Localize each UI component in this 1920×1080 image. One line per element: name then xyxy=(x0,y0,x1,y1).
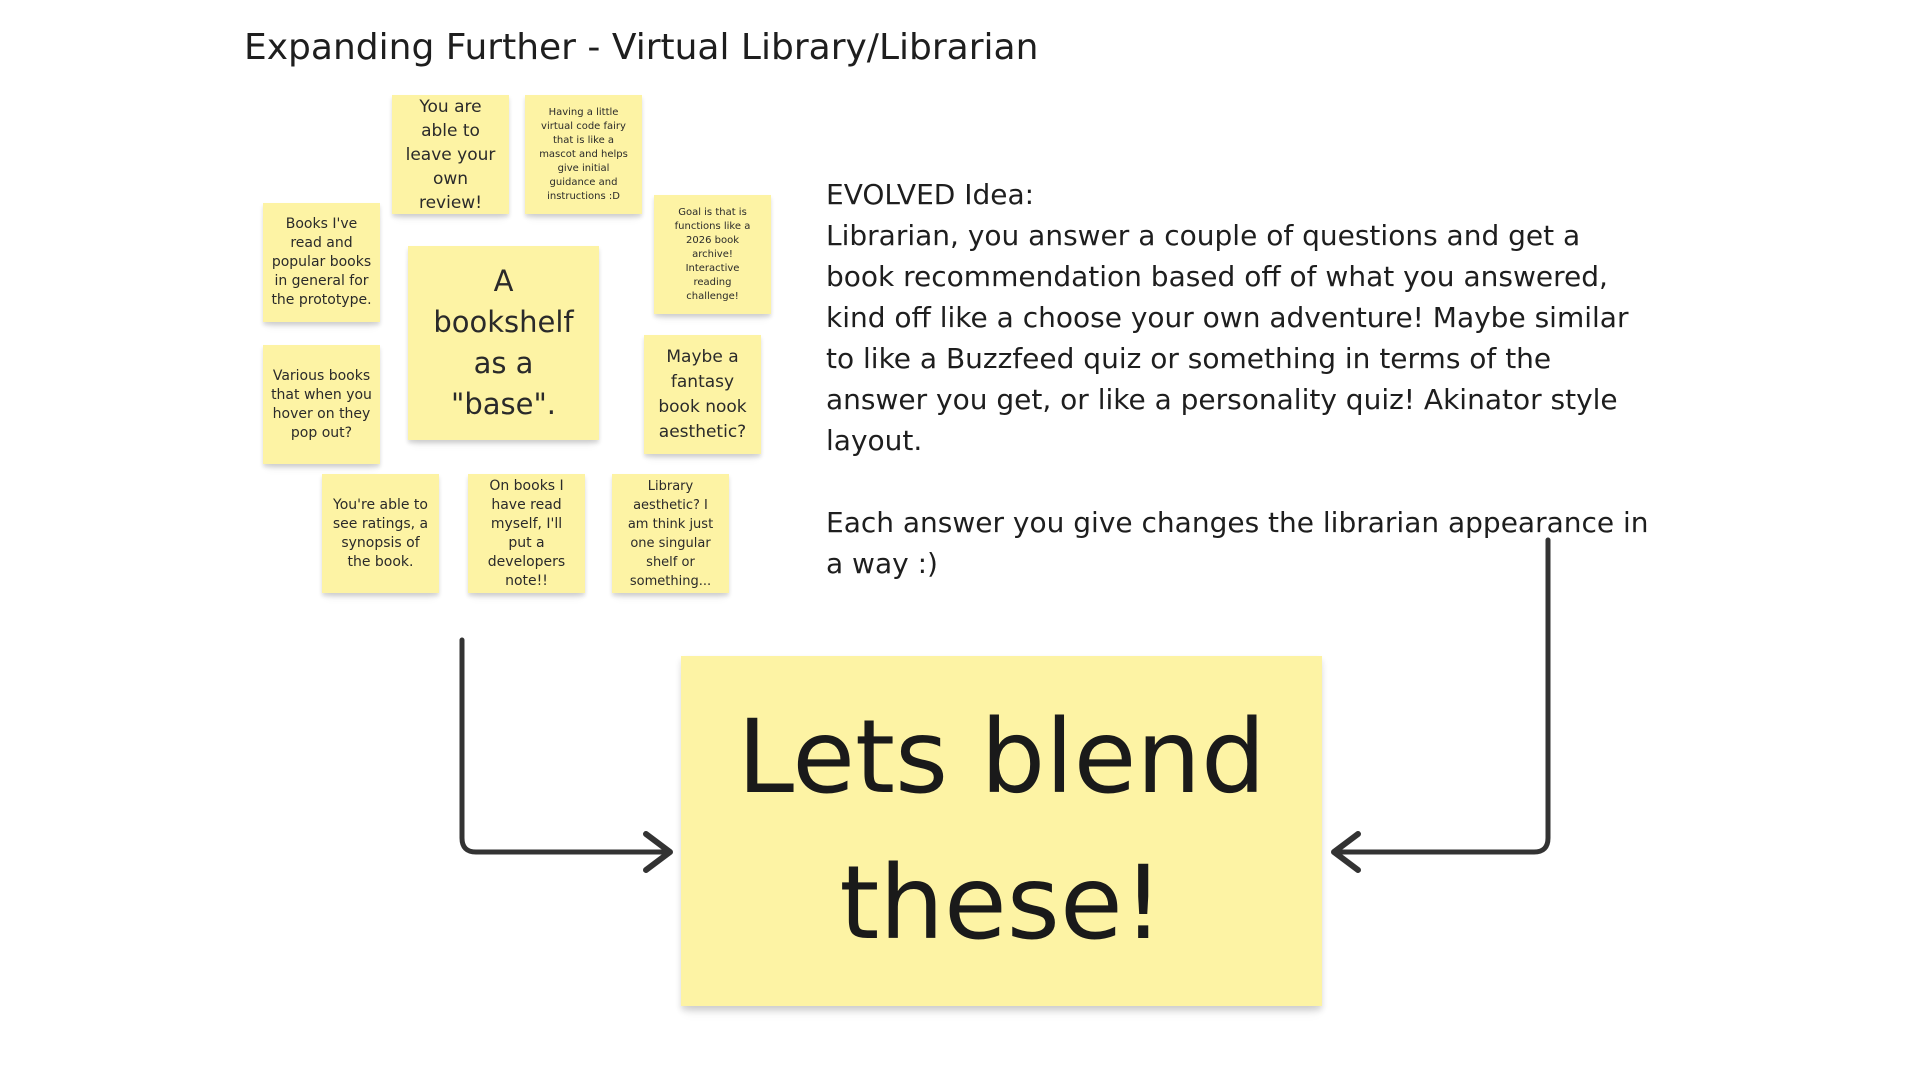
sticky-note-text: Various books that when you hover on the… xyxy=(271,367,372,441)
sticky-note-code-fairy[interactable]: Having a little virtual code fairy that … xyxy=(525,95,642,214)
sticky-note-hover-books[interactable]: Various books that when you hover on the… xyxy=(263,345,380,464)
sticky-note-fantasy-nook[interactable]: Maybe a fantasy book nook aesthetic? xyxy=(644,335,761,454)
left-arrowhead-icon xyxy=(643,831,673,873)
sticky-note-bookshelf-base[interactable]: A bookshelf as a "base". xyxy=(408,246,599,440)
sticky-note-text: A bookshelf as a "base". xyxy=(433,264,574,421)
sticky-note-library-aesthetic[interactable]: Library aesthetic? I am think just one s… xyxy=(612,474,729,593)
sticky-note-text: Lets blend these! xyxy=(737,698,1266,963)
right-arrowhead-icon xyxy=(1331,831,1361,873)
sticky-note-text: Maybe a fantasy book nook aesthetic? xyxy=(658,346,747,442)
sticky-note-books-read[interactable]: Books I've read and popular books in gen… xyxy=(263,203,380,322)
sticky-note-text: Library aesthetic? I am think just one s… xyxy=(627,478,714,589)
sticky-note-text: Books I've read and popular books in gen… xyxy=(271,216,372,308)
evolved-idea-text[interactable]: EVOLVED Idea: Librarian, you answer a co… xyxy=(826,174,1656,584)
evolved-idea-note: Each answer you give changes the librari… xyxy=(826,506,1649,580)
evolved-idea-heading: EVOLVED Idea: xyxy=(826,178,1035,211)
sticky-note-text: You are able to leave your own review! xyxy=(405,96,496,213)
sticky-note-text: On books I have read myself, I'll put a … xyxy=(487,477,566,589)
right-connector-arrow xyxy=(1333,537,1551,855)
left-connector-arrow xyxy=(459,637,671,855)
sticky-note-ratings[interactable]: You're able to see ratings, a synopsis o… xyxy=(322,474,439,593)
sticky-note-text: Having a little virtual code fairy that … xyxy=(539,106,628,202)
sticky-note-developer-note[interactable]: On books I have read myself, I'll put a … xyxy=(468,474,585,593)
sticky-note-text: You're able to see ratings, a synopsis o… xyxy=(332,496,429,570)
sticky-note-leave-review[interactable]: You are able to leave your own review! xyxy=(392,95,509,214)
evolved-idea-body: Librarian, you answer a couple of questi… xyxy=(826,219,1629,457)
sticky-note-lets-blend[interactable]: Lets blend these! xyxy=(681,656,1322,1006)
board-title: Expanding Further - Virtual Library/Libr… xyxy=(244,27,1039,68)
sticky-note-text: Goal is that is functions like a 2026 bo… xyxy=(674,206,751,302)
sticky-note-book-archive[interactable]: Goal is that is functions like a 2026 bo… xyxy=(654,195,771,314)
